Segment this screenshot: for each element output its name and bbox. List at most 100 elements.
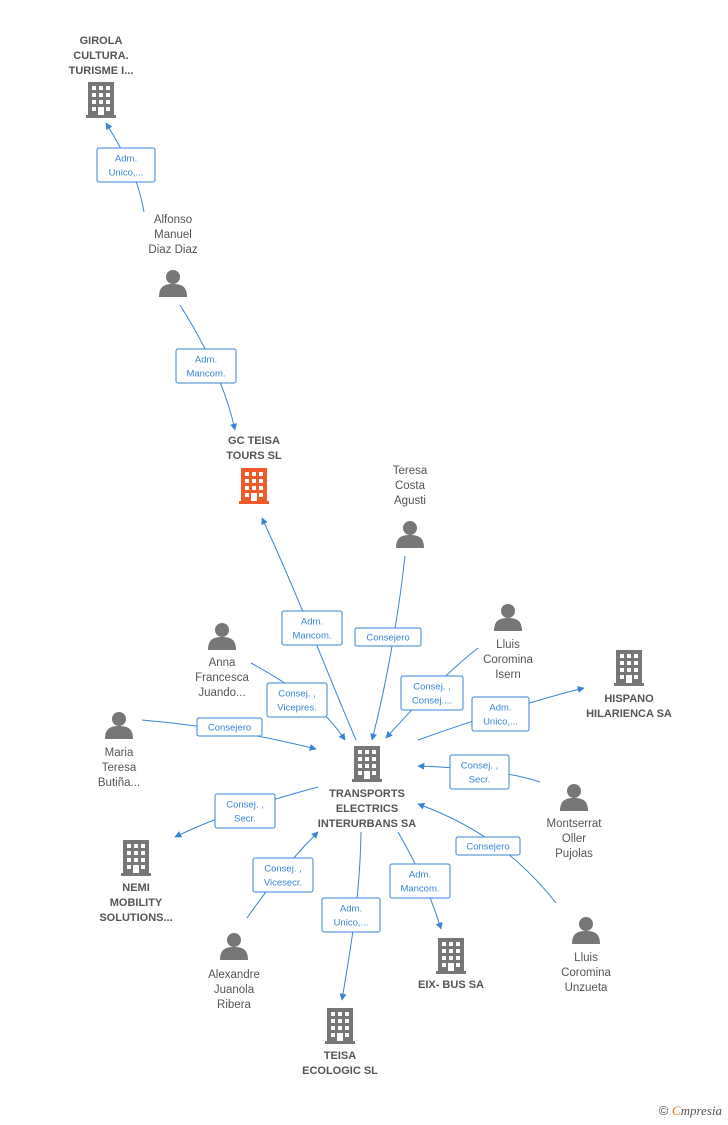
role-text: Consej. , — [461, 761, 499, 772]
node-label: Coromina — [561, 967, 611, 979]
role-label-e14[interactable]: Adm. Unico,... — [321, 897, 381, 933]
node-label: SOLUTIONS... — [99, 912, 172, 924]
node-label: TRANSPORTS — [329, 788, 405, 800]
role-box — [321, 897, 381, 933]
node-label: Pujolas — [555, 848, 593, 860]
building-icon — [325, 1008, 355, 1044]
role-label-e2[interactable]: Adm. Mancom. — [175, 348, 237, 384]
role-label-e8[interactable]: Consejero — [196, 717, 263, 737]
role-label-e3[interactable]: Adm.Mancom. — [281, 610, 343, 646]
building-icon — [614, 650, 644, 686]
node-label: Lluis — [496, 639, 520, 651]
building-icon — [239, 468, 269, 504]
role-box — [175, 348, 237, 384]
node-anna[interactable]: AnnaFrancescaJuando... — [195, 623, 249, 699]
role-text: Consejero — [466, 842, 509, 853]
role-box — [196, 717, 263, 737]
node-maria[interactable]: MariaTeresaButiña... — [98, 712, 140, 789]
node-label: Diaz Diaz — [148, 244, 197, 256]
node-label: Francesca — [195, 672, 249, 684]
role-text: Unico,... — [109, 168, 144, 179]
nodes-layer: GIROLA CULTURA. TURISME I... AlfonsoManuelD… — [69, 35, 672, 1077]
role-label-e9[interactable]: Consej. ,Secr. — [449, 754, 510, 790]
role-text: Consej. , — [413, 682, 451, 693]
role-text: Consej. , — [226, 800, 264, 811]
role-text: Consej. , — [278, 689, 316, 700]
node-label: Isern — [495, 669, 521, 681]
building-icon — [352, 746, 382, 782]
role-box — [96, 147, 156, 183]
node-label: Coromina — [483, 654, 533, 666]
role-label-e5[interactable]: Consej. , Consej.... — [400, 675, 464, 711]
node-label: Unzueta — [565, 982, 608, 994]
role-text: Consej.... — [412, 696, 452, 707]
role-text: Mancom. — [292, 631, 331, 642]
node-label: Alexandre — [208, 969, 260, 981]
role-box — [266, 682, 328, 718]
role-text: Mancom. — [186, 369, 225, 380]
node-nemi[interactable]: NEMIMOBILITYSOLUTIONS... — [99, 840, 173, 924]
node-label: EIX- BUS SA — [418, 979, 484, 991]
role-text: Vicepres. — [277, 703, 316, 714]
building-icon — [86, 82, 116, 118]
person-icon — [159, 270, 187, 297]
node-label: HILARIENCA SA — [586, 708, 672, 720]
node-label: Teresa — [102, 762, 137, 774]
node-label: Juando... — [198, 687, 245, 699]
node-label: INTERURBANS SA — [318, 818, 416, 830]
role-label-e1[interactable]: Adm.Unico,... — [96, 147, 156, 183]
person-icon — [208, 623, 236, 650]
node-label: GC TEISA — [228, 435, 280, 447]
person-icon — [572, 917, 600, 944]
node-label: Montserrat — [547, 818, 603, 830]
node-girola[interactable]: GIROLA CULTURA. TURISME I... — [69, 35, 134, 118]
node-label: Lluis — [574, 952, 598, 964]
role-label-e11[interactable]: Consejero — [455, 836, 521, 856]
node-label: TEISA — [324, 1050, 356, 1062]
role-label-e6[interactable]: Consej. , Vicepres. — [266, 682, 328, 718]
building-icon — [436, 938, 466, 974]
role-text: Adm. — [409, 870, 431, 881]
role-text: Mancom. — [400, 884, 439, 895]
person-icon — [105, 712, 133, 739]
role-box — [252, 857, 314, 893]
node-label: Butiña... — [98, 777, 140, 789]
node-eixbus[interactable]: EIX- BUS SA — [418, 938, 484, 991]
role-text: Unico,... — [334, 918, 369, 929]
role-text: Consejero — [366, 633, 409, 644]
role-label-e7[interactable]: Adm.Unico,... — [471, 696, 530, 732]
role-text: Adm. — [195, 355, 217, 366]
role-label-e4[interactable]: Consejero — [354, 627, 422, 647]
brand-logo-first: C — [671, 1103, 681, 1118]
person-icon — [494, 604, 522, 631]
role-box — [354, 627, 422, 647]
role-box — [471, 696, 530, 732]
brand-footer: © Cmpresia — [659, 1103, 722, 1119]
node-label: Ribera — [217, 999, 251, 1011]
role-text: Vicesecr. — [264, 878, 302, 889]
role-box — [400, 675, 464, 711]
role-label-e10[interactable]: Consej. , Secr. — [214, 793, 276, 829]
role-box — [455, 836, 521, 856]
role-text: Secr. — [234, 814, 256, 825]
node-label: Costa — [395, 480, 426, 492]
node-label: NEMI — [122, 882, 150, 894]
role-label-e12[interactable]: Consej. ,Vicesecr. — [252, 857, 314, 893]
building-icon — [121, 840, 151, 876]
node-label: GIROLA — [80, 35, 123, 47]
node-label: TURISME I... — [69, 65, 134, 77]
copyright-symbol: © — [658, 1103, 669, 1118]
role-text: Adm. — [340, 904, 362, 915]
role-label-e13[interactable]: Adm. Mancom. — [389, 863, 451, 899]
node-label: CULTURA. — [73, 50, 128, 62]
